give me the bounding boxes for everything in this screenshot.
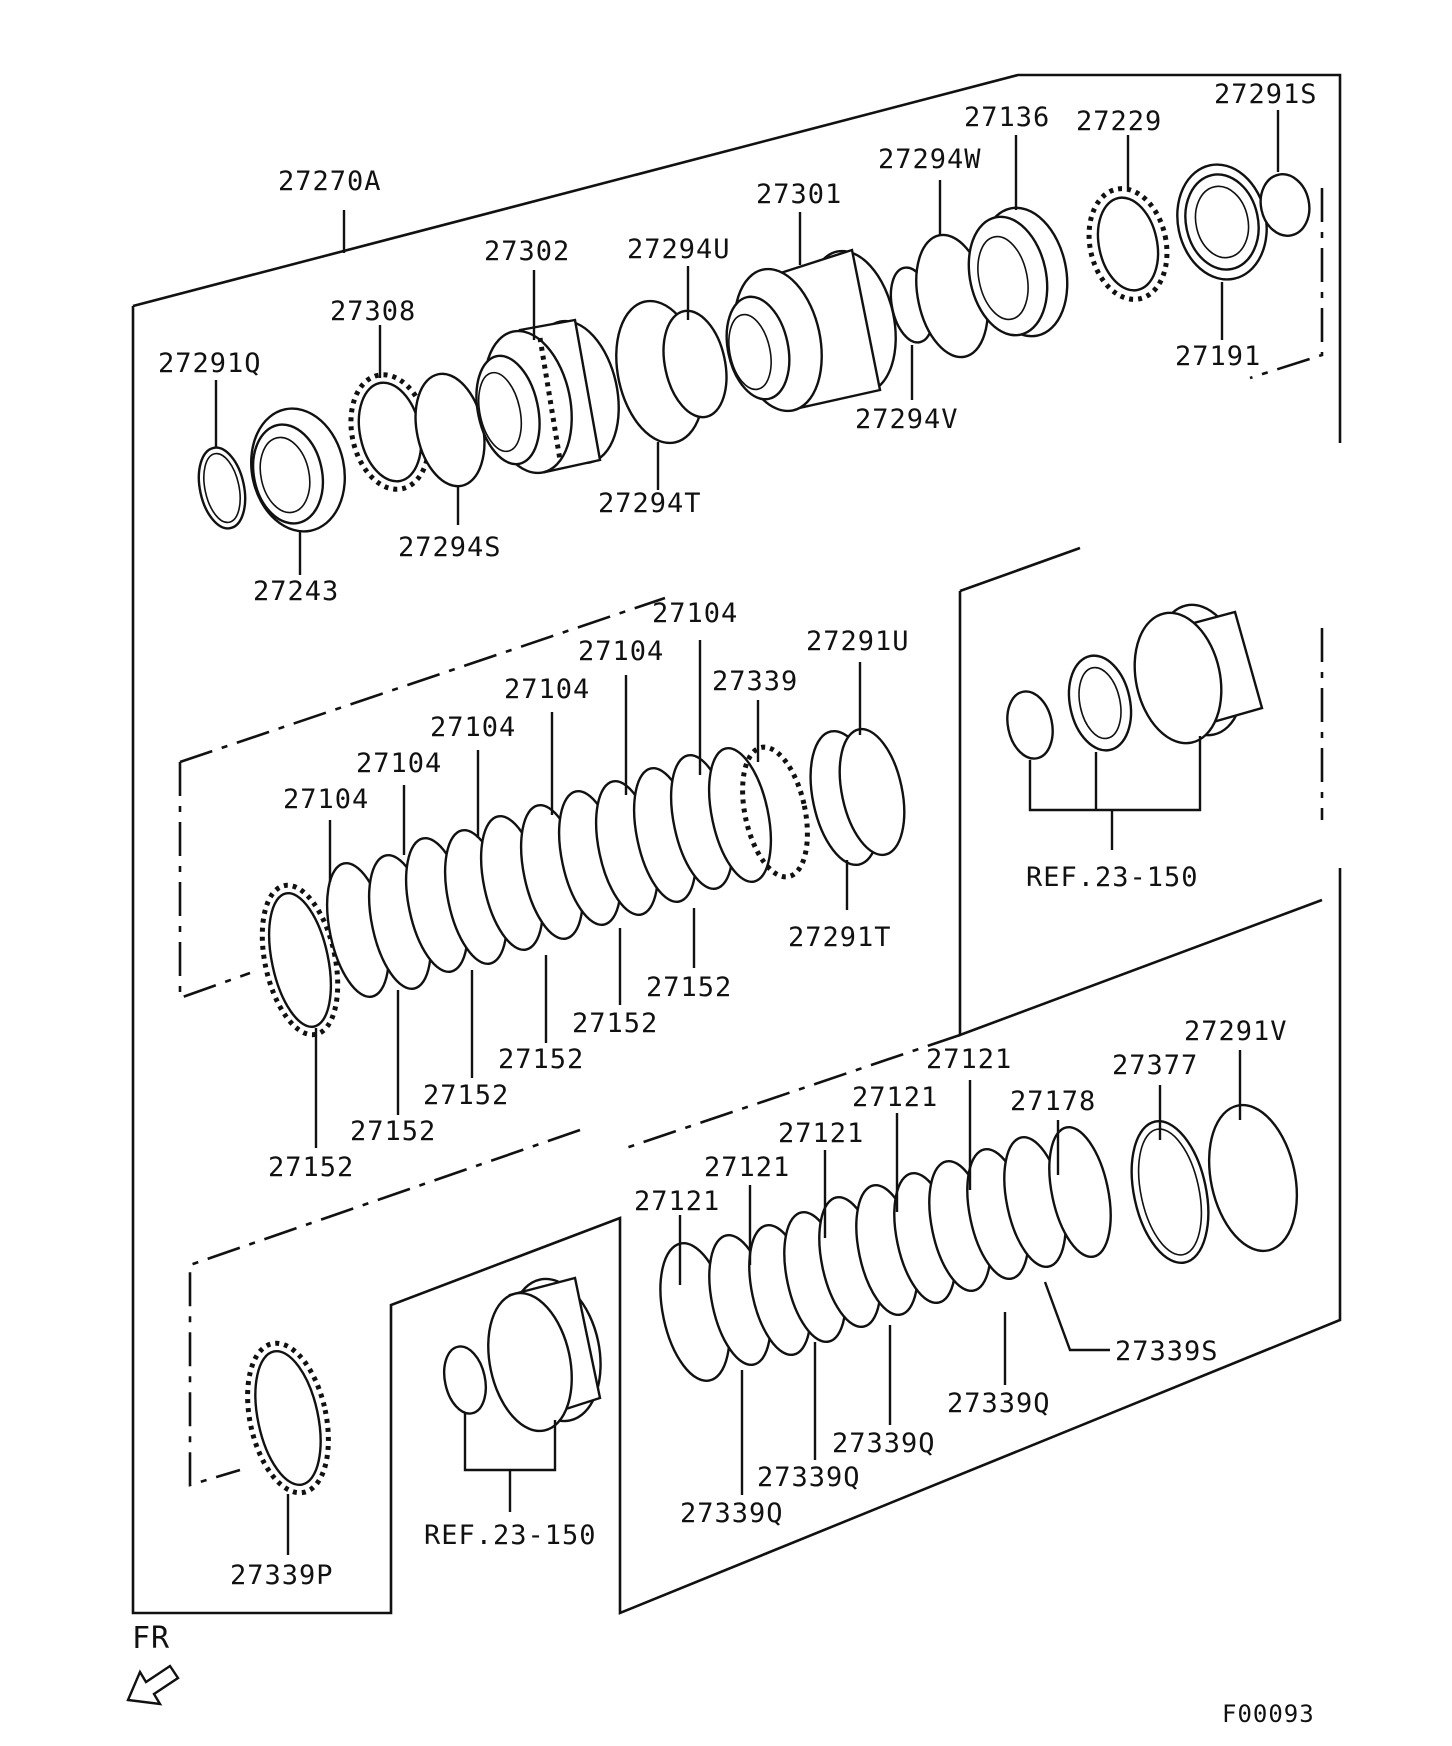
label-27294w: 27294W: [878, 144, 982, 175]
label-27339s: 27339S: [1115, 1336, 1219, 1367]
snap-ring-27291q: [197, 446, 247, 530]
clutch-plate-stack-lower: [659, 1125, 1112, 1382]
label-27152-e: 27152: [572, 1008, 658, 1039]
label-27291v: 27291V: [1184, 1016, 1288, 1047]
label-27121-b: 27121: [704, 1152, 790, 1183]
label-27339q-d: 27339Q: [947, 1388, 1051, 1419]
figure-code: F00093: [1222, 1700, 1315, 1728]
label-27191: 27191: [1175, 341, 1261, 372]
drum-27301: [725, 248, 897, 413]
label-27136: 27136: [964, 102, 1050, 133]
label-27152-f: 27152: [646, 972, 732, 1003]
part-labels: 27270A 27291Q 27243 27308 27294S 27302 2…: [158, 79, 1318, 1591]
label-27339q-b: 27339Q: [757, 1462, 861, 1493]
label-27270a: 27270A: [278, 166, 382, 197]
label-27152-c: 27152: [423, 1080, 509, 1111]
label-27291u: 27291U: [806, 626, 910, 657]
label-27339q-a: 27339Q: [680, 1498, 784, 1529]
snap-ring-27291v: [1207, 1103, 1299, 1253]
plate-27339p: [245, 1340, 331, 1496]
label-27301: 27301: [756, 179, 842, 210]
bearing-27191: [1176, 163, 1268, 281]
ref-inset-lower-parts: [442, 1276, 602, 1433]
drum-27302: [475, 318, 620, 475]
label-27152-b: 27152: [350, 1116, 436, 1147]
part-27377: [1130, 1119, 1210, 1265]
label-27152-a: 27152: [268, 1152, 354, 1183]
clutch-plate-stack-upper: [259, 727, 906, 1038]
label-27104-e: 27104: [578, 636, 664, 667]
label-27178: 27178: [1010, 1086, 1096, 1117]
label-27121-d: 27121: [852, 1082, 938, 1113]
label-27104-c: 27104: [430, 712, 516, 743]
label-27243: 27243: [253, 576, 339, 607]
label-27302: 27302: [484, 236, 570, 267]
label-27104-b: 27104: [356, 748, 442, 779]
label-27339q-c: 27339Q: [832, 1428, 936, 1459]
snap-ring-27291s: [1259, 173, 1311, 237]
label-27294v: 27294V: [855, 404, 959, 435]
label-27377: 27377: [1112, 1050, 1198, 1081]
part-27229: [1086, 186, 1170, 302]
label-27339-upper: 27339: [712, 666, 798, 697]
assembly-frame: [131, 73, 1342, 1615]
piston-27136: [967, 206, 1069, 338]
label-27152-d: 27152: [498, 1044, 584, 1075]
part-27243: [249, 407, 347, 533]
arrow-icon: [126, 1664, 180, 1706]
label-27121-a: 27121: [634, 1186, 720, 1217]
label-27104-d: 27104: [504, 674, 590, 705]
label-27294s: 27294S: [398, 532, 502, 563]
label-27291q: 27291Q: [158, 348, 262, 379]
label-ref-upper: REF.23-150: [1026, 862, 1199, 893]
label-27294t: 27294T: [598, 488, 702, 519]
leader-lines: [214, 110, 1280, 1555]
label-27291t: 27291T: [788, 922, 892, 953]
direction-label: FR: [132, 1621, 170, 1656]
seal-27294u: [662, 309, 728, 419]
label-27339p: 27339P: [230, 1560, 334, 1591]
label-27294u: 27294U: [627, 234, 731, 265]
label-27229: 27229: [1076, 106, 1162, 137]
front-direction-indicator: FR: [126, 1621, 180, 1706]
label-ref-lower: REF.23-150: [424, 1520, 597, 1551]
label-27121-c: 27121: [778, 1118, 864, 1149]
label-27308: 27308: [330, 296, 416, 327]
ref-inset-upper-parts: [1006, 603, 1264, 760]
label-27121-e: 27121: [926, 1044, 1012, 1075]
label-27104-f: 27104: [652, 598, 738, 629]
label-27104-a: 27104: [283, 784, 369, 815]
label-27291s: 27291S: [1214, 79, 1318, 110]
